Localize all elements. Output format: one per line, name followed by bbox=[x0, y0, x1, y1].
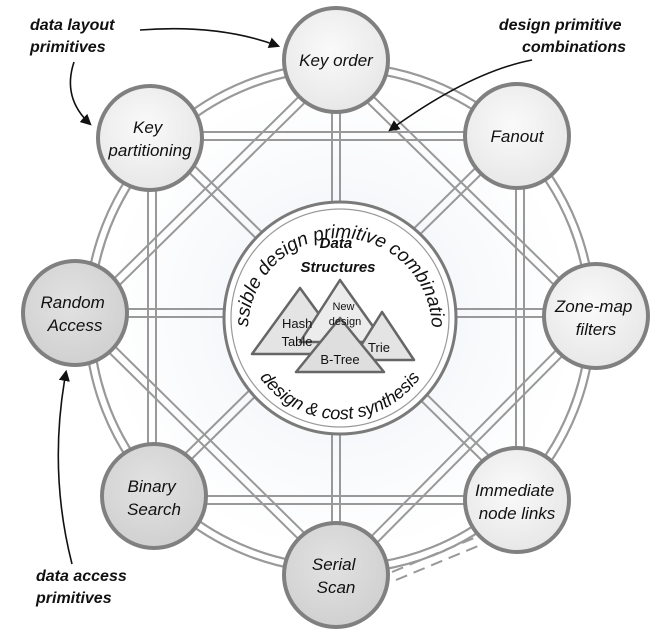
svg-text:Key partitioning: Key partitioning bbox=[107, 118, 192, 160]
svg-text:Fanout: Fanout bbox=[491, 127, 545, 146]
annotation-design-primitive-combinations: design primitive combinations bbox=[499, 17, 626, 56]
arrow-to-key-partitioning bbox=[69, 61, 92, 126]
b-tree-label: B-Tree bbox=[320, 352, 359, 367]
arrow-to-key-order bbox=[139, 27, 281, 49]
dashed-link bbox=[391, 537, 479, 581]
svg-text:Serial Scan: Serial Scan bbox=[312, 555, 360, 597]
node-serial-scan: Serial Scan bbox=[282, 521, 390, 629]
center-title: Data Structures bbox=[300, 235, 375, 276]
node-key-partitioning: Key partitioning bbox=[96, 84, 204, 192]
annotation-data-access-primitives: data access primitives bbox=[35, 568, 131, 607]
new-design-label: New design bbox=[329, 301, 361, 328]
node-immediate-node-links: Immediate node links bbox=[463, 446, 571, 554]
annotation-arrows bbox=[57, 27, 533, 565]
svg-text:Immediate node links: Immediate node links bbox=[475, 481, 559, 523]
svg-text:Zone-map filters: Zone-map filters bbox=[554, 297, 637, 339]
b-tree-triangle bbox=[294, 316, 386, 374]
node-fanout: Fanout bbox=[463, 82, 571, 190]
svg-text:Random Access: Random Access bbox=[41, 293, 110, 335]
hash-table-label: Hash Table bbox=[281, 316, 316, 349]
svg-text:Binary Search: Binary Search bbox=[127, 477, 181, 519]
trie-triangle bbox=[350, 310, 416, 362]
arrow-to-combinations bbox=[388, 59, 533, 132]
trie-label: Trie bbox=[368, 340, 390, 355]
node-binary-search: Binary Search bbox=[100, 442, 208, 550]
node-zone-map-filters: Zone-map filters bbox=[542, 262, 650, 370]
arrow-to-random-access bbox=[57, 369, 73, 565]
node-random-access: Random Access bbox=[21, 259, 129, 367]
node-key-order: Key order bbox=[282, 6, 390, 114]
annotation-data-layout-primitives: data layout primitives bbox=[29, 17, 119, 56]
data-structure-triangles bbox=[250, 278, 416, 374]
svg-text:Key order: Key order bbox=[299, 51, 374, 70]
